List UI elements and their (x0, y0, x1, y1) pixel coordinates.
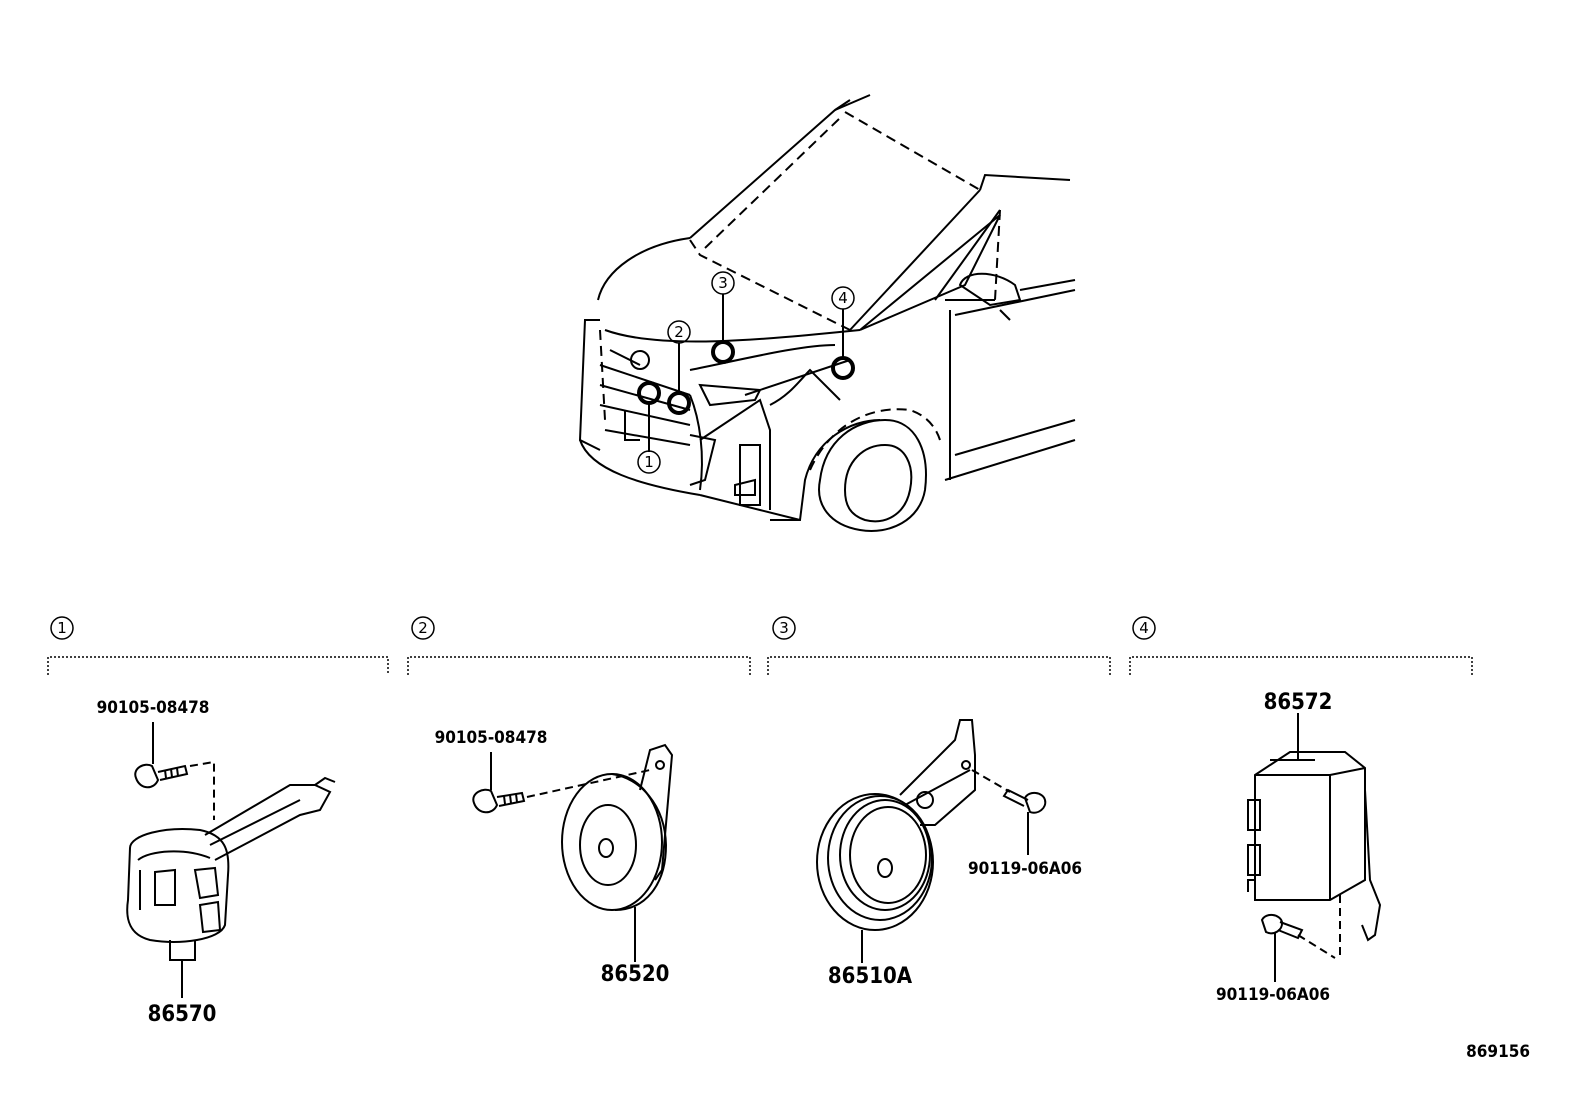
part-label-90119-06A06-a: 90119-06A06 (968, 859, 1082, 879)
part-86570-drawing (126, 722, 336, 998)
vehicle-front-view (578, 94, 1076, 532)
location-1-marker (637, 381, 661, 405)
callout-4-label: 4 (838, 289, 848, 307)
part-86520-drawing (472, 743, 674, 962)
group-header-numbers: 1 2 3 4 (57, 619, 1149, 637)
vehicle-callout-numbers: 1 2 3 4 (644, 274, 848, 471)
location-4-marker (831, 356, 855, 380)
part-label-86572: 86572 (1264, 690, 1333, 715)
group-headers (47, 616, 1473, 675)
part-label-86520: 86520 (601, 962, 670, 987)
callout-2-label: 2 (674, 323, 684, 341)
callout-3-label: 3 (718, 274, 728, 292)
part-label-86510A: 86510A (828, 964, 913, 989)
bolt-icon (1002, 788, 1047, 814)
part-label-86570: 86570 (148, 1002, 217, 1027)
group-1-labels: 90105-08478 86570 (97, 698, 217, 1027)
bolt-icon (472, 788, 526, 814)
group-1-number: 1 (57, 619, 67, 637)
part-86510A-drawing (816, 719, 1047, 963)
part-86572-drawing (1247, 713, 1382, 982)
group-3-number: 3 (779, 619, 789, 637)
group-4-number: 4 (1139, 619, 1149, 637)
location-2-marker (667, 391, 691, 415)
part-label-90119-06A06-b: 90119-06A06 (1216, 985, 1330, 1005)
group-3-labels: 86510A 90119-06A06 (828, 859, 1082, 989)
location-3-marker (711, 340, 735, 364)
group-2-labels: 90105-08478 86520 (435, 728, 670, 987)
illustration-id: 869156 (1466, 1042, 1530, 1062)
callout-1-label: 1 (644, 453, 654, 471)
group-4-labels: 86572 90119-06A06 (1216, 690, 1332, 1005)
part-label-90105-08478-a: 90105-08478 (97, 698, 210, 718)
bolt-icon (1260, 914, 1304, 940)
vehicle-callouts (630, 271, 855, 474)
group-2-number: 2 (418, 619, 428, 637)
bolt-icon (134, 763, 189, 789)
part-label-90105-08478-b: 90105-08478 (435, 728, 548, 748)
